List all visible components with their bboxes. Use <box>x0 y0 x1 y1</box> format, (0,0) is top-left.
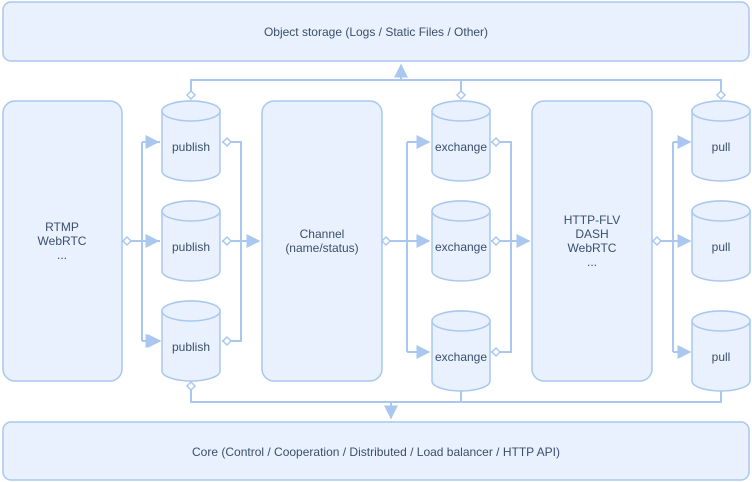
object-storage-box: Object storage (Logs / Static Files / Ot… <box>2 1 750 62</box>
exchange-cylinder-label: exchange <box>435 350 487 364</box>
publish-cylinder-label: publish <box>172 140 210 154</box>
publish-cylinder: publish <box>161 300 221 382</box>
publish-cylinder: publish <box>161 200 221 282</box>
egress-line: WebRTC <box>568 241 617 255</box>
pull-cylinder-label: pull <box>712 350 731 364</box>
egress-line: ... <box>587 255 597 269</box>
ingest-box: RTMP WebRTC ... <box>2 100 123 382</box>
pull-cylinder-label: pull <box>712 140 731 154</box>
core-label: Core (Control / Cooperation / Distribute… <box>192 445 560 459</box>
exchange-cylinder-label: exchange <box>435 240 487 254</box>
channel-line: (name/status) <box>285 241 358 255</box>
publish-cylinder-label: publish <box>172 240 210 254</box>
exchange-cylinder: exchange <box>431 310 491 392</box>
exchange-cylinder-label: exchange <box>435 140 487 154</box>
publish-cylinder-label: publish <box>172 340 210 354</box>
ingest-line: RTMP <box>45 220 79 234</box>
pull-cylinder-label: pull <box>712 240 731 254</box>
ingest-line: WebRTC <box>38 234 87 248</box>
pull-cylinder: pull <box>691 100 751 182</box>
channel-box: Channel (name/status) <box>261 100 383 382</box>
publish-cylinder: publish <box>161 100 221 182</box>
object-storage-label: Object storage (Logs / Static Files / Ot… <box>264 25 488 39</box>
ingest-line: ... <box>57 248 67 262</box>
pull-cylinder: pull <box>691 200 751 282</box>
exchange-cylinder: exchange <box>431 200 491 282</box>
egress-line: HTTP-FLV <box>564 213 620 227</box>
core-box: Core (Control / Cooperation / Distribute… <box>2 421 750 481</box>
exchange-cylinder: exchange <box>431 100 491 182</box>
channel-line: Channel <box>300 227 345 241</box>
egress-line: DASH <box>575 227 608 241</box>
egress-box: HTTP-FLV DASH WebRTC ... <box>531 100 653 382</box>
pull-cylinder: pull <box>691 310 751 392</box>
cylinders: publish publish publish exchange exchange exc… <box>161 100 751 392</box>
connector-diamonds <box>121 89 727 392</box>
